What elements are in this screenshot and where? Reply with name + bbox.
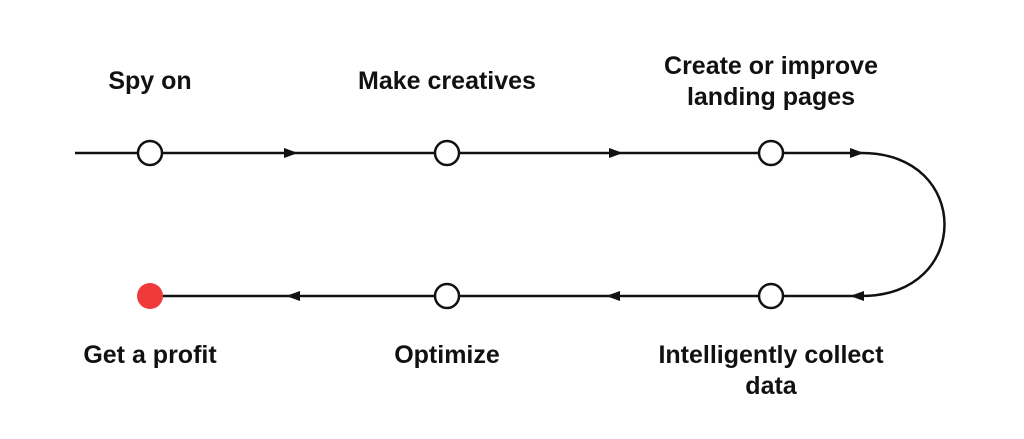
arrow-right-1 bbox=[284, 148, 298, 158]
node-make-creatives bbox=[433, 139, 461, 167]
label-collect-data: Intelligently collect data bbox=[658, 340, 883, 402]
label-collect-data-line1: Intelligently collect bbox=[658, 341, 884, 369]
arrow-left-1 bbox=[850, 291, 864, 301]
label-get-profit: Get a profit bbox=[83, 340, 216, 371]
label-optimize-text: Optimize bbox=[394, 341, 500, 369]
arrow-left-3 bbox=[286, 291, 300, 301]
label-collect-data-line2: data bbox=[745, 372, 797, 400]
node-spy-on bbox=[136, 139, 164, 167]
node-get-profit bbox=[137, 283, 163, 309]
label-spy-on: Spy on bbox=[108, 66, 191, 97]
label-get-profit-text: Get a profit bbox=[83, 341, 217, 369]
node-landing-pages bbox=[757, 139, 785, 167]
node-optimize bbox=[433, 282, 461, 310]
arrow-right-3 bbox=[850, 148, 864, 158]
node-collect-data bbox=[757, 282, 785, 310]
label-spy-on-text: Spy on bbox=[108, 67, 192, 95]
u-turn-curve bbox=[861, 151, 946, 298]
arrow-right-2 bbox=[609, 148, 623, 158]
arrow-left-2 bbox=[606, 291, 620, 301]
label-landing-pages-line2: landing pages bbox=[686, 83, 856, 111]
label-landing-pages: Create or improve landing pages bbox=[664, 51, 878, 113]
label-make-creatives: Make creatives bbox=[358, 66, 536, 97]
label-make-creatives-text: Make creatives bbox=[358, 67, 536, 95]
label-optimize: Optimize bbox=[394, 340, 500, 371]
label-landing-pages-line1: Create or improve bbox=[664, 52, 878, 80]
